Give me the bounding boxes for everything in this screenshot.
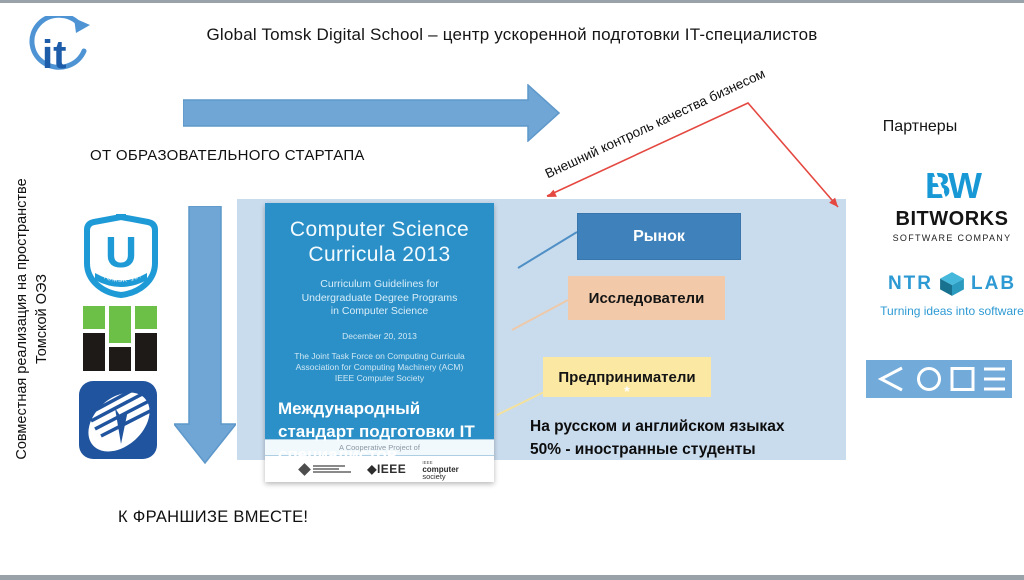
- entrepreneurs-box-label: Предприниматели: [558, 368, 696, 386]
- book-title-line1: Computer Science: [289, 218, 470, 241]
- researchers-box-label: Исследователи: [588, 289, 705, 307]
- kode-logo-icon: [866, 360, 1012, 398]
- partner-bitworks: BW BITWORKS SOFTWARE COMPANY: [884, 165, 1020, 243]
- page-title: Global Tomsk Digital School – центр уско…: [206, 25, 818, 44]
- bitworks-bw-icon: BW: [925, 165, 985, 206]
- book-cover: Computer Science Curricula 2013 Curricul…: [265, 203, 494, 482]
- tsu-banner-icon: [95, 273, 147, 287]
- acm-text-lines: [313, 464, 352, 474]
- book-taskforce-line3: IEEE Computer Society: [334, 372, 425, 383]
- it-logo-swoosh-icon: [29, 16, 87, 70]
- partners-heading: Партнеры: [882, 118, 958, 135]
- partner-kode: KODE: [866, 360, 1012, 403]
- swoosh-logo: [79, 381, 157, 459]
- market-box-label: Рынок: [633, 227, 685, 245]
- grid-logo: [83, 306, 157, 371]
- acm-logo: [298, 462, 352, 476]
- market-box: Рынок: [577, 213, 741, 260]
- left-vertical-line2: Томской ОЭЗ: [34, 274, 50, 365]
- ieee-logo: ◆IEEE: [367, 462, 406, 476]
- book-overlay-line1: Международный: [278, 398, 421, 418]
- ntr-tagline: Turning ideas into software: [880, 304, 1024, 318]
- language-note: На русском и английском языках 50% - ино…: [530, 416, 784, 461]
- researchers-box: Исследователи: [568, 276, 725, 320]
- lab-label: LAB: [971, 273, 1017, 294]
- language-note-line1: На русском и английском языках: [530, 418, 785, 435]
- red-arrowhead-left-icon: [547, 189, 557, 197]
- bitworks-glyph: BW: [925, 170, 982, 202]
- ieee-computer-society-logo: IEEE computer society: [422, 459, 458, 480]
- bottom-border: [0, 575, 1024, 580]
- acm-diamond-icon: [298, 462, 312, 476]
- book-date: December 20, 2013: [342, 330, 417, 341]
- book-cover-front: Computer Science Curricula 2013 Curricul…: [265, 203, 494, 464]
- cs-bottom: society: [422, 471, 446, 481]
- left-vertical-text: Совместная реализация на пространстве То…: [12, 139, 54, 499]
- book-subtitle-line1: Curriculum Guidelines for: [320, 278, 439, 290]
- cs-top: IEEE: [422, 459, 433, 465]
- language-note-line2: 50% - иностранные студенты: [530, 440, 756, 458]
- book-publisher-logos: ◆IEEE IEEE computer society: [265, 456, 494, 482]
- down-arrow-icon: [174, 206, 236, 464]
- tsu-logo: U TOMSK-1878: [82, 214, 158, 298]
- cs-mid: computer: [422, 464, 459, 474]
- from-startup-label: ОТ ОБРАЗОВАТЕЛЬНОГО СТАРТАПА: [90, 147, 365, 164]
- it-logo-letters: it: [42, 33, 66, 77]
- top-border: [0, 0, 1024, 3]
- franchise-label: К ФРАНШИЗЕ ВМЕСТЕ!: [118, 508, 309, 526]
- tsu-shield-icon: [84, 214, 158, 298]
- left-vertical-line1: Совместная реализация на пространстве: [14, 178, 30, 460]
- book-cooperative-label: A Cooperative Project of: [265, 439, 494, 456]
- tsu-crown-icon: [116, 214, 126, 220]
- entrepreneurs-box: Предприниматели *: [543, 357, 711, 399]
- it-logo-arrowhead-icon: [74, 18, 90, 33]
- quality-control-label: Внешний контроль качества бизнесом: [542, 65, 768, 182]
- book-subtitle-line3: in Computer Science: [330, 305, 429, 317]
- book-overlay-line2: стандарт подготовки IT: [278, 421, 475, 441]
- ieee-diamond-icon: ◆: [367, 462, 377, 476]
- ntr-label: NTR: [887, 273, 933, 294]
- partner-ntr-lab: NTR LAB Turning ideas into software: [872, 271, 1024, 318]
- bitworks-name: BITWORKS: [895, 208, 1009, 230]
- book-subtitle-line2: Undergraduate Degree Programs: [301, 291, 458, 304]
- ntr-cube-icon: [940, 272, 964, 296]
- tsu-letter: U: [105, 228, 137, 277]
- entrepreneurs-asterisk: *: [624, 383, 630, 399]
- ieee-label: IEEE: [376, 462, 407, 476]
- book-taskforce-line1: The Joint Task Force on Computing Curric…: [294, 350, 465, 361]
- book-title-line2: Curricula 2013: [308, 243, 451, 266]
- right-arrow-icon: [183, 84, 560, 142]
- book-taskforce-line2: Association for Computing Machinery (ACM…: [295, 361, 464, 372]
- bitworks-tagline: SOFTWARE COMPANY: [892, 233, 1012, 243]
- it-school-logo: it: [29, 16, 90, 77]
